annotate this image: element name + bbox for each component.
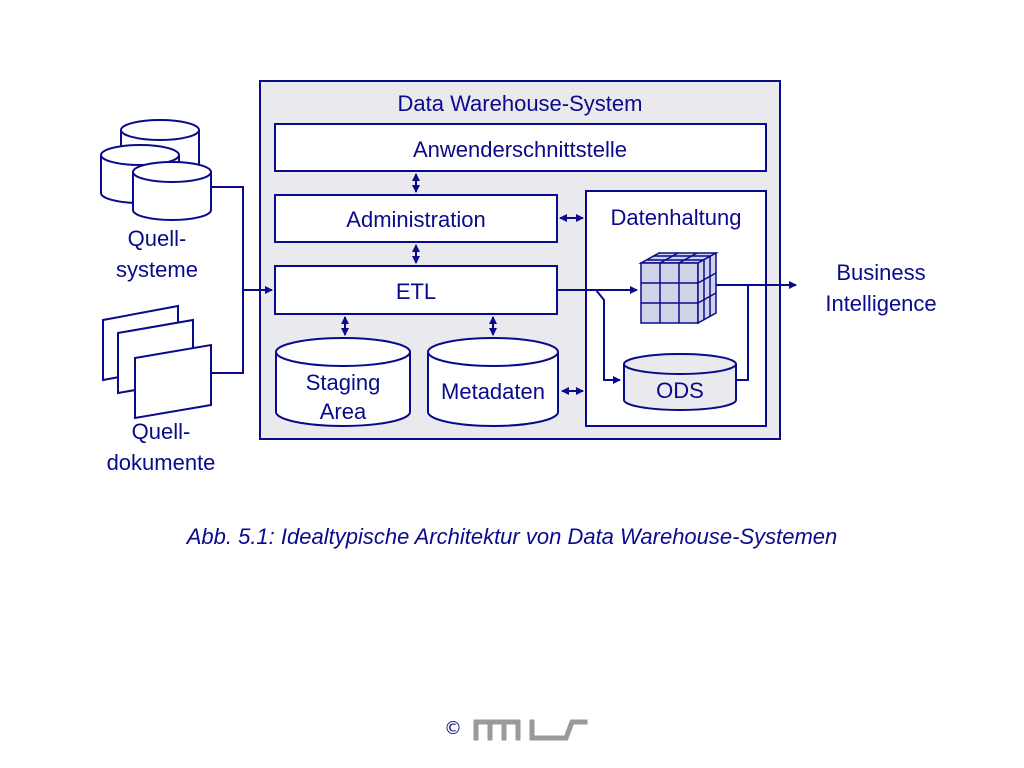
figure-caption: Abb. 5.1: Idealtypische Architektur von … — [186, 524, 838, 549]
storage-label: Datenhaltung — [611, 205, 742, 230]
ods-label: ODS — [656, 378, 704, 403]
source-documents-label-1: Quell- — [132, 419, 191, 444]
staging-area-label-1: Staging — [306, 370, 381, 395]
source-systems-label-1: Quell- — [128, 226, 187, 251]
source-documents-icon — [102, 304, 212, 420]
staging-area-cylinder: Staging Area — [275, 337, 411, 427]
mis-logo — [473, 719, 588, 741]
flow-ods-out — [736, 285, 749, 381]
staging-area-label-2: Area — [320, 399, 367, 424]
source-systems-icon — [100, 119, 212, 221]
flow-systems-etl — [211, 186, 244, 290]
output-label-1: Business — [836, 260, 925, 285]
source-systems-label-2: systeme — [116, 257, 198, 282]
ods-cylinder: ODS — [623, 353, 737, 411]
administration-label: Administration — [346, 207, 485, 232]
source-documents-label-2: dokumente — [107, 450, 216, 475]
user-interface-box — [274, 123, 767, 172]
administration-box — [274, 194, 558, 243]
flow-documents-etl — [211, 290, 244, 374]
copyright-symbol: © — [444, 718, 462, 739]
etl-label: ETL — [396, 279, 436, 304]
user-interface-label: Anwenderschnittstelle — [413, 137, 627, 162]
dws-title: Data Warehouse-System — [398, 91, 643, 116]
data-cube-icon — [638, 251, 719, 325]
metadata-label: Metadaten — [441, 379, 545, 404]
flow-etl-ods — [595, 289, 621, 384]
output-label-2: Intelligence — [825, 291, 936, 316]
metadata-cylinder: Metadaten — [427, 337, 559, 427]
